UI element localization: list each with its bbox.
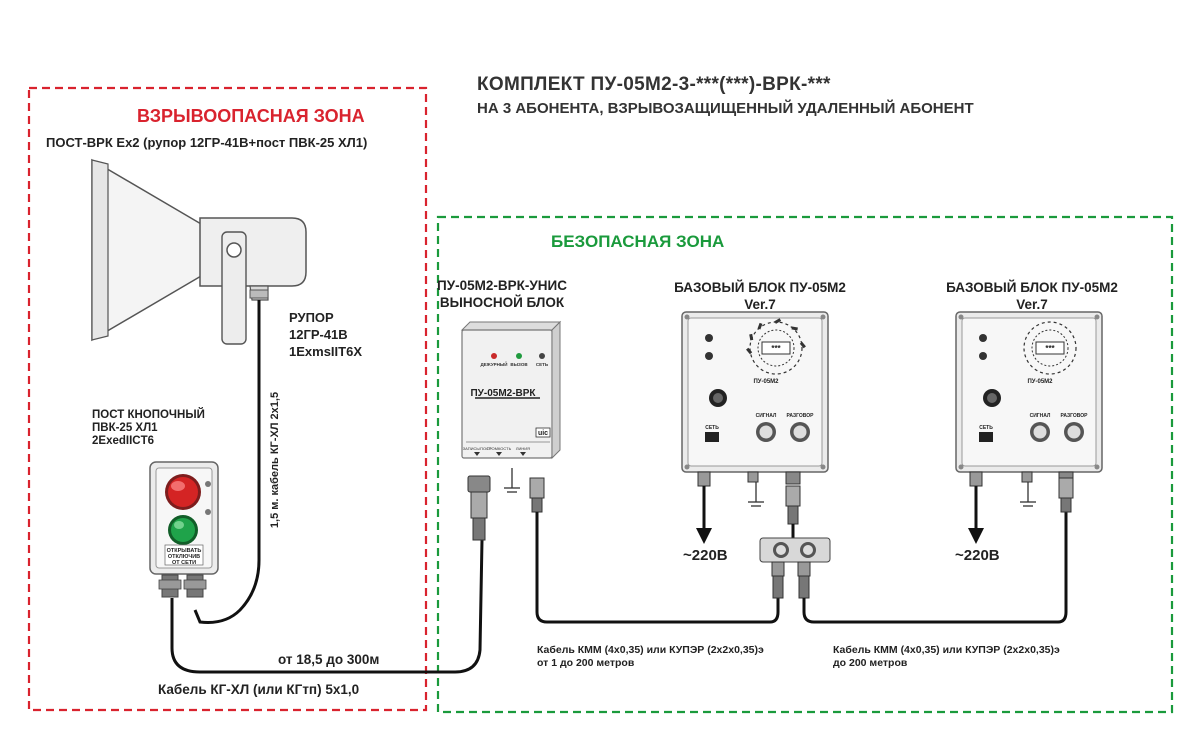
button-post-device [149, 461, 219, 598]
button-post-plate-line3: ОТ СЕТИ [172, 560, 196, 566]
horn-speaker [91, 158, 307, 345]
button-post-label-2: ПВК-25 ХЛ1 [92, 422, 158, 434]
button-post-label-3: 2ExedIICT6 [92, 435, 154, 447]
cable2-label-1: Кабель КММ (4х0,35) или КУПЭР (2х2х0,35)… [833, 644, 1060, 656]
remote-block-led-1: ДЕЖУРНЫЙ [480, 360, 507, 367]
splitter-device [759, 537, 831, 599]
button-post-plate-line2: ОТКЛЮЧИВ [168, 554, 200, 560]
cable-distance-label: от 18,5 до 300м [278, 652, 380, 667]
main-cable [170, 539, 484, 674]
base-block-2-button-signal: СИГНАЛ [1030, 413, 1051, 419]
horn-label-3: 1ExmsIIT6X [289, 344, 362, 359]
remote-block-device [460, 320, 562, 460]
svg-text:***: *** [1045, 344, 1055, 353]
horn-label-1: РУПОР [289, 310, 334, 325]
base-block-1-name: ПУ-05М2 [753, 379, 779, 385]
post-vrk-title: ПОСТ-ВРК Ex2 (рупор 12ГР-41В+пост ПВК-25… [46, 135, 368, 150]
safe-zone-border [436, 215, 1174, 714]
base-block-2-version: Ver.7 [1016, 297, 1048, 312]
remote-terminal-1: ЗАПИСЬ/ПОСТ [463, 446, 492, 451]
remote-block-connector-right [529, 477, 545, 513]
base-block-2-name: ПУ-05М2 [1027, 379, 1053, 385]
base-block-1-device: *** [681, 311, 829, 487]
ground-symbol-remote [504, 468, 520, 493]
remote-block-title-1: ПУ-05М2-ВРК-УНИС [437, 278, 567, 293]
base-block-1-version: Ver.7 [744, 297, 776, 312]
horn-label-2: 12ГР-41В [289, 327, 348, 342]
base-block-2-title: БАЗОВЫЙ БЛОК ПУ-05М2 [946, 280, 1118, 295]
remote-block-led-2: ВЫЗОВ [510, 362, 528, 367]
main-cable-label: Кабель КГ-ХЛ (или КГтп) 5х1,0 [158, 682, 360, 697]
remote-terminal-3: ЛИНИЯ [516, 446, 530, 451]
base-block-2-device: *** [955, 311, 1103, 487]
voltage-label-1: ~220В [683, 547, 728, 564]
remote-terminal-2: ГРОМКОСТЬ [487, 446, 512, 451]
page-subtitle: НА 3 АБОНЕНТА, ВЗРЫВОЗАЩИЩЕННЫЙ УДАЛЕННЫ… [477, 100, 974, 117]
base-block-1-title: БАЗОВЫЙ БЛОК ПУ-05М2 [674, 280, 846, 295]
hazard-zone-label: ВЗРЫВООПАСНАЯ ЗОНА [137, 106, 365, 126]
page-title: КОМПЛЕКТ ПУ-05М2-3-***(***)-ВРК-*** [477, 74, 831, 95]
cable1-label-2: от 1 до 200 метров [537, 657, 635, 669]
base-block-2-connector [1058, 477, 1074, 513]
hazard-zone-border [27, 86, 428, 712]
cable2-label-2: до 200 метров [833, 657, 908, 669]
line-cable-1 [535, 512, 780, 624]
base-block-1-button-talk: РАЗГОВОР [786, 413, 814, 419]
svg-text:***: *** [771, 344, 781, 353]
base-block-2-switch: СЕТЬ [979, 425, 993, 431]
line-cable-2 [802, 512, 1068, 624]
ground-symbol-base-2 [1020, 482, 1036, 507]
remote-block-led-3: СЕТЬ [536, 362, 549, 367]
remote-block-name: ПУ-05М2-ВРК [470, 388, 536, 399]
safe-zone-label: БЕЗОПАСНАЯ ЗОНА [551, 232, 725, 251]
horn-cable [193, 300, 261, 624]
base-block-1-switch: СЕТЬ [705, 425, 719, 431]
remote-block-connector-left [467, 475, 491, 541]
remote-block-logo: uic [538, 430, 548, 437]
ground-symbol-base-1 [748, 482, 764, 507]
voltage-label-2: ~220В [955, 547, 1000, 564]
base-block-1-button-signal: СИГНАЛ [756, 413, 777, 419]
vertical-cable-label: 1,5 м. кабель КГ-ХЛ 2х1,5 [269, 391, 281, 529]
remote-block-title-2: ВЫНОСНОЙ БЛОК [439, 295, 565, 310]
button-post-plate-line1: ОТКРЫВАТЬ [167, 548, 202, 554]
button-post-label-1: ПОСТ КНОПОЧНЫЙ [92, 409, 205, 421]
base-block-1-connector [785, 485, 801, 525]
cable1-label-1: Кабель КММ (4х0,35) или КУПЭР (2х2х0,35)… [537, 644, 764, 656]
base-block-2-button-talk: РАЗГОВОР [1060, 413, 1088, 419]
